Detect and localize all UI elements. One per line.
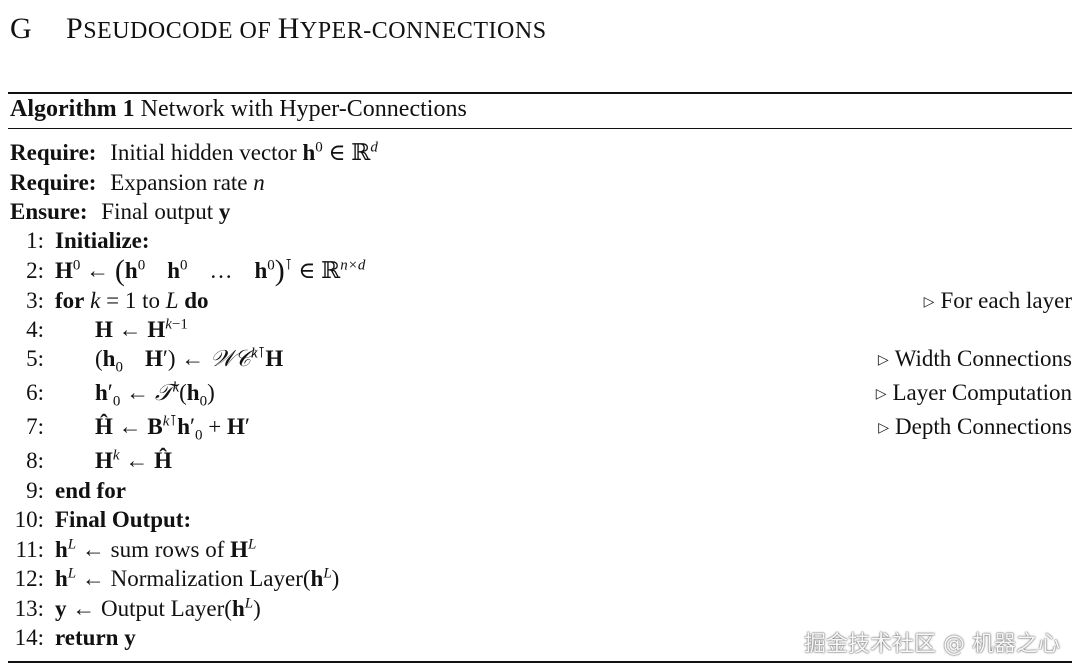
require-text: Expansion rate bbox=[110, 170, 248, 195]
algorithm-line: 7: Ĥ ← Bk⊺h′0 + H′ ▷Depth Connections bbox=[0, 414, 1072, 444]
to-word: to bbox=[142, 288, 160, 313]
line-math: H ← Hk−1 bbox=[95, 316, 188, 342]
algorithm-line: 1: Initialize: bbox=[0, 228, 1072, 258]
require-math: n bbox=[253, 170, 265, 195]
line-number: 10: bbox=[14, 507, 44, 532]
algorithm-mid-rule bbox=[8, 128, 1072, 129]
line-number: 5: bbox=[26, 346, 44, 371]
section-title-cap-h: H bbox=[277, 12, 300, 45]
line-keyword: end for bbox=[55, 478, 126, 503]
return-keyword: return bbox=[55, 625, 119, 650]
line-number: 2: bbox=[26, 258, 44, 283]
line-number: 7: bbox=[26, 414, 44, 439]
algorithm-line: 10: Final Output: bbox=[0, 507, 1072, 537]
line-keyword: Final Output: bbox=[55, 507, 192, 532]
algorithm-label: Algorithm 1 bbox=[10, 96, 135, 122]
require-keyword: Require: bbox=[10, 170, 97, 195]
algorithm-line: 14: return y bbox=[0, 625, 1072, 655]
require-math: h0 ∈ ℝd bbox=[302, 139, 378, 165]
ensure-text: Final output bbox=[101, 199, 214, 224]
comment-triangle-icon: ▷ bbox=[878, 421, 890, 436]
algorithm-name: Network with Hyper-Connections bbox=[140, 96, 467, 122]
algorithm-bottom-rule bbox=[8, 661, 1072, 663]
line-code: return y bbox=[55, 625, 136, 650]
for-keyword: for bbox=[55, 288, 85, 313]
line-number: 9: bbox=[26, 478, 44, 503]
line-code: y ← Output Layer(hL) bbox=[55, 595, 261, 621]
line-math: h′0 ← 𝒯k(h0) bbox=[95, 379, 215, 410]
line-number: 14: bbox=[14, 625, 44, 650]
algorithm-caption: Algorithm 1 Network with Hyper-Connectio… bbox=[10, 96, 467, 123]
line-code: hL ← Normalization Layer(hL) bbox=[55, 565, 340, 591]
algorithm-line: 9: end for bbox=[0, 478, 1072, 508]
line-comment: ▷Depth Connections bbox=[878, 414, 1072, 439]
require-line-2: Require: Expansion rate n bbox=[10, 170, 265, 196]
line-number: 3: bbox=[26, 288, 44, 313]
line-number: 1: bbox=[26, 228, 44, 253]
line-comment: ▷Layer Computation bbox=[875, 380, 1072, 405]
comment-triangle-icon: ▷ bbox=[923, 295, 935, 310]
line-number: 8: bbox=[26, 448, 44, 473]
algorithm-line: 8: Hk ← Ĥ bbox=[0, 448, 1072, 478]
algorithm-line: 13: y ← Output Layer(hL) bbox=[0, 596, 1072, 626]
watermark: 掘金技术社区 @ 机器之心 bbox=[804, 632, 1060, 657]
comment-triangle-icon: ▷ bbox=[877, 353, 889, 368]
ensure-keyword: Ensure: bbox=[10, 199, 88, 224]
algorithm-line: 3: for k = 1 to L do ▷For each layer bbox=[0, 288, 1072, 318]
line-math: Hk ← Ĥ bbox=[95, 447, 172, 473]
comment-triangle-icon: ▷ bbox=[875, 387, 887, 402]
line-number: 4: bbox=[26, 317, 44, 342]
ensure-math: y bbox=[218, 199, 231, 224]
section-title-rest-2: YPER-CONNECTIONS bbox=[299, 18, 547, 44]
algorithm-line: 12: hL ← Normalization Layer(hL) bbox=[0, 566, 1072, 596]
line-code: hL ← sum rows of HL bbox=[55, 536, 257, 562]
ensure-line: Ensure: Final output y bbox=[10, 199, 230, 225]
algorithm-top-rule bbox=[8, 92, 1072, 94]
section-letter: G bbox=[10, 12, 33, 45]
line-number: 13: bbox=[14, 596, 44, 621]
algorithm-line: 11: hL ← sum rows of HL bbox=[0, 537, 1072, 567]
line-comment: ▷For each layer bbox=[923, 288, 1072, 313]
line-comment: ▷Width Connections bbox=[877, 346, 1072, 371]
algorithm-line: 6: h′0 ← 𝒯k(h0) ▷Layer Computation bbox=[0, 380, 1072, 410]
require-line-1: Require: Initial hidden vector h0 ∈ ℝd bbox=[10, 140, 378, 166]
section-title-rest-1: SEUDOCODE OF bbox=[83, 18, 278, 44]
line-math: Ĥ ← Bk⊺h′0 + H′ bbox=[95, 413, 250, 444]
line-code: for k = 1 to L do bbox=[55, 288, 209, 313]
require-text: Initial hidden vector bbox=[110, 140, 297, 165]
require-keyword: Require: bbox=[10, 140, 97, 165]
algorithm-line: 4: H ← Hk−1 bbox=[0, 317, 1072, 347]
section-title-cap-p: P bbox=[66, 12, 84, 45]
line-keyword: Initialize: bbox=[55, 228, 150, 253]
do-keyword: do bbox=[184, 288, 209, 313]
line-number: 11: bbox=[15, 537, 44, 562]
line-number: 12: bbox=[14, 566, 44, 591]
line-number: 6: bbox=[26, 380, 44, 405]
